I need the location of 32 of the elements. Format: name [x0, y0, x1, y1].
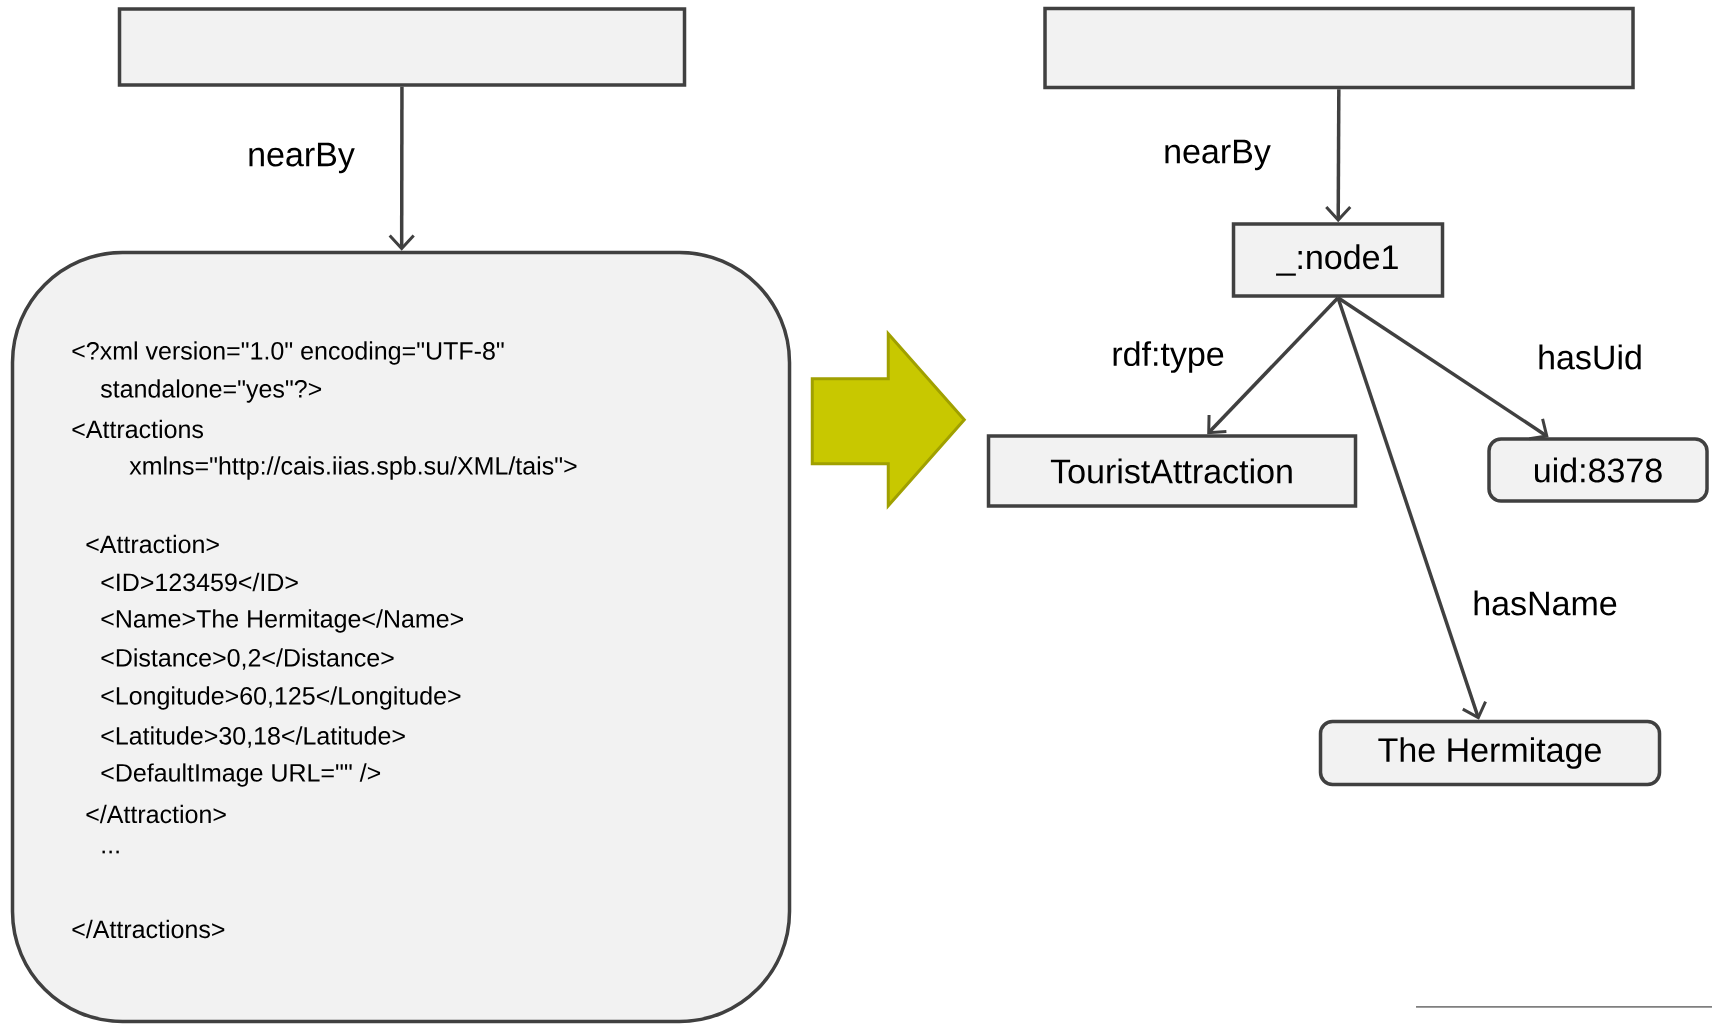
block-arrow — [810, 329, 967, 510]
arrow — [1207, 296, 1340, 435]
code-line: </Attractions> — [72, 919, 225, 939]
code-line: xmlns="http://cais.iias.spb.su/XML/tais"> — [129, 456, 577, 480]
code-line: standalone="yes"?> — [100, 379, 322, 403]
empty-box — [117, 7, 687, 87]
code-line: <Attractions — [72, 419, 203, 439]
edge-label: rdf:type — [1113, 341, 1224, 373]
code-line: <?xml version="1.0" encoding="UTF-8" — [72, 341, 504, 365]
edge-label: hasName — [1474, 590, 1617, 616]
arrow — [1325, 89, 1352, 223]
resource-box: The Hermitage — [1318, 719, 1662, 787]
arrow — [1336, 297, 1487, 720]
code-line: <Latitude>30,18</Latitude> — [101, 726, 405, 748]
code-line: </Attraction> — [86, 804, 226, 824]
code-box — [10, 250, 792, 1024]
arrow — [1337, 296, 1549, 441]
code-line: <DefaultImage URL="" /> — [101, 763, 381, 787]
resource-box: TouristAttraction — [986, 434, 1358, 508]
code-line: <Distance>0,2</Distance> — [101, 648, 394, 670]
code-line: <Longitude>60,125</Longitude> — [101, 686, 461, 710]
code-line: <Attraction> — [86, 534, 219, 554]
code-line: <ID>123459</ID> — [101, 572, 298, 592]
arrow — [388, 86, 415, 251]
resource-box: _:node1 — [1231, 222, 1445, 298]
code-line: ... — [102, 850, 119, 854]
resource-box: uid:8378 — [1487, 437, 1709, 503]
edge-label: hasUid — [1539, 344, 1641, 370]
empty-box — [1043, 6, 1635, 90]
edge-label: nearBy — [1165, 139, 1271, 171]
edge-label: nearBy — [249, 142, 355, 174]
code-line: <Name>The Hermitage</Name> — [101, 609, 463, 633]
